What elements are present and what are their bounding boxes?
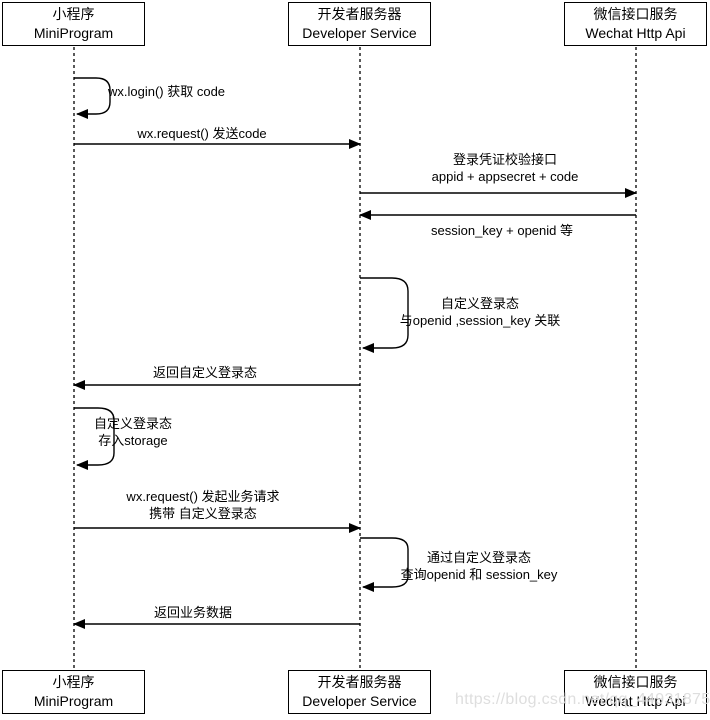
message-label-return-login-state: 返回自定义登录态 [152,365,258,380]
watermark-text: https://blog.csdn.net/qq_44931875 [455,691,710,708]
actor-name-cn: 小程序 [52,674,95,690]
actor-name-cn: 开发者服务器 [317,6,402,22]
actor-box-developer-service-top: 开发者服务器 Developer Service [288,2,431,46]
actor-name-en: MiniProgram [33,25,114,41]
actor-name-cn: 微信接口服务 [593,674,678,690]
actor-name-en: Wechat Http Api [585,25,686,41]
self-message-arrow-custom-login-state [360,277,409,353]
actor-box-miniprogram-bottom: 小程序 MiniProgram [2,670,145,714]
message-label-query-openid: 通过自定义登录态 查询openid 和 session_key [400,550,558,582]
message-label-credential-check: 登录凭证校验接口 appid + appsecret + code [431,152,579,184]
message-label-store-storage: 自定义登录态 存入storage [93,416,173,448]
actor-box-wechat-api-top: 微信接口服务 Wechat Http Api [564,2,707,46]
message-label-business-request: wx.request() 发起业务请求 携带 自定义登录态 [126,489,280,521]
actor-name-en: Wechat Http Api [585,693,686,709]
actor-box-wechat-api-bottom: 微信接口服务 Wechat Http Api [564,670,707,714]
message-label-session-key-return: session_key + openid 等 [430,223,574,238]
actor-name-en: MiniProgram [33,693,114,709]
actor-name-en: Developer Service [302,693,417,709]
message-label-return-business-data: 返回业务数据 [153,605,233,620]
message-label-send-code: wx.request() 发送code [137,126,267,141]
self-message-arrow-store-storage [74,407,115,470]
message-label-wx-login: wx.login() 获取 code [108,84,226,99]
actor-box-developer-service-bottom: 开发者服务器 Developer Service [288,670,431,714]
self-message-arrow-query-openid [360,537,409,592]
message-label-custom-login-state: 自定义登录态 与openid ,session_key 关联 [399,296,561,328]
actor-name-en: Developer Service [302,25,417,41]
actor-name-cn: 微信接口服务 [593,6,678,22]
actor-box-miniprogram-top: 小程序 MiniProgram [2,2,145,46]
self-message-arrow-wx-login [74,77,111,119]
actor-name-cn: 开发者服务器 [317,674,402,690]
actor-name-cn: 小程序 [52,6,95,22]
